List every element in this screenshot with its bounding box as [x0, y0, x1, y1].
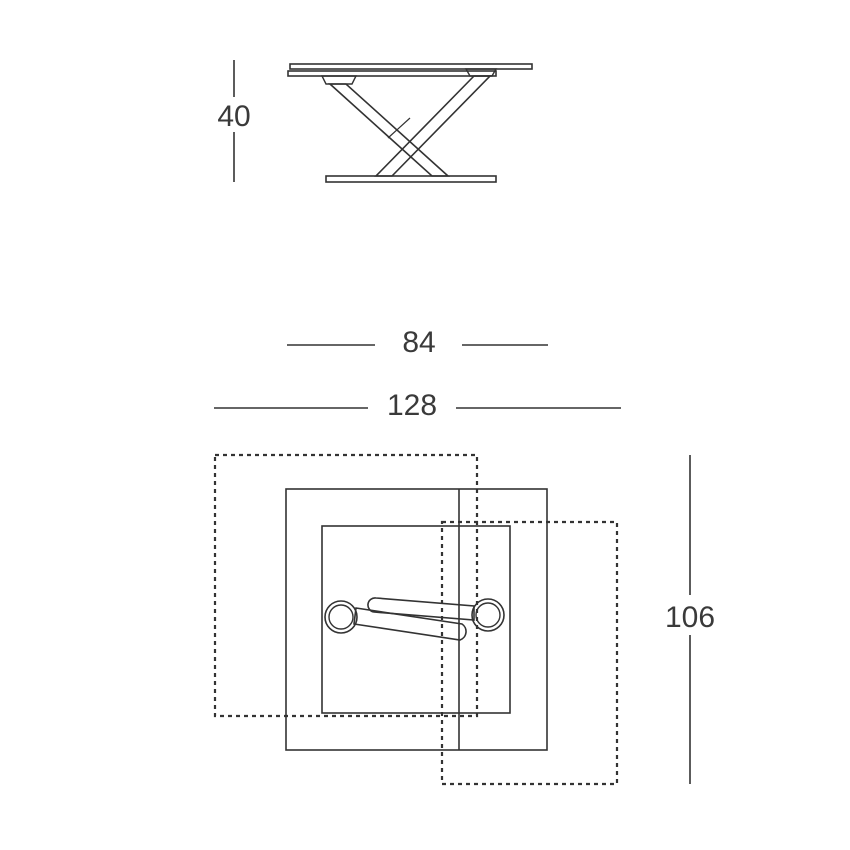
pivot-arm-lower — [353, 607, 467, 641]
extended-panel-right-dashed — [440, 520, 619, 786]
right-pivot-inner — [475, 602, 501, 628]
depth-dimension-label: 106 — [665, 601, 715, 634]
closed-width-dimension: 84 — [287, 326, 548, 359]
left-pivot-inner — [328, 604, 354, 630]
upper-tabletop — [289, 63, 533, 70]
right-pivot-outer — [471, 598, 505, 632]
base-plate — [325, 175, 497, 183]
leg-crossing-detail — [387, 117, 411, 139]
inner-panel-outline — [321, 525, 511, 714]
plan-view: 106 — [213, 453, 715, 786]
lower-tabletop — [287, 70, 497, 77]
open-width-label: 128 — [387, 389, 437, 422]
side-elevation-view: 40 — [217, 60, 533, 183]
left-pivot-outer — [324, 600, 358, 634]
height-dimension-label: 40 — [217, 100, 250, 133]
extended-panel-left-dashed — [213, 453, 479, 718]
closed-tabletop-outline — [285, 488, 548, 751]
pivot-arm-upper — [367, 597, 475, 621]
open-width-dimension: 128 — [214, 389, 621, 422]
closed-width-label: 84 — [402, 326, 435, 359]
right-mounting-plate — [464, 68, 498, 77]
left-mounting-plate — [320, 75, 358, 85]
